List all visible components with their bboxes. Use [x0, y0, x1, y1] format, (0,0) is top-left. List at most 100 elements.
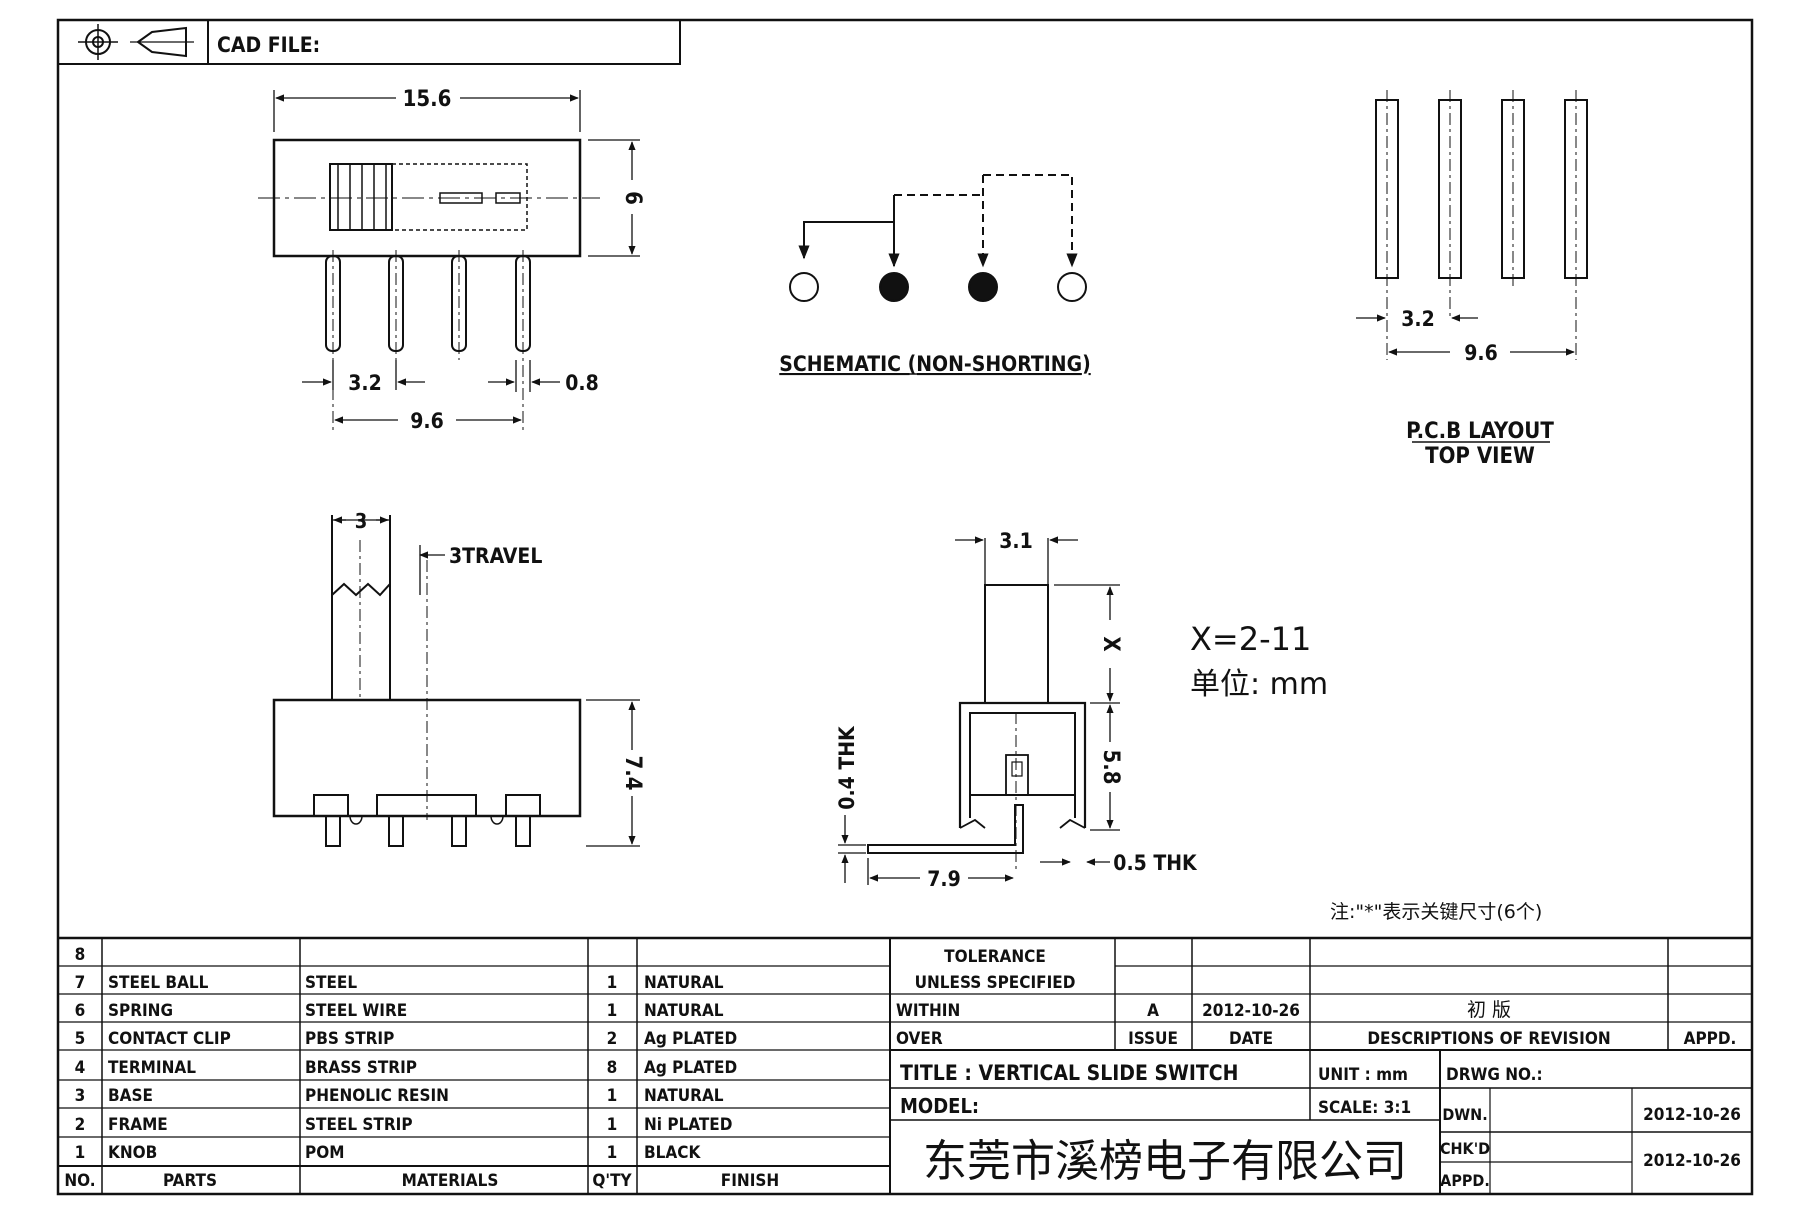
- bom-header-no: NO.: [64, 1171, 95, 1191]
- chkd-label: CHK'D: [1440, 1139, 1490, 1158]
- bom-row-part: CONTACT CLIP: [108, 1029, 231, 1049]
- over-label: OVER: [896, 1029, 943, 1049]
- pcb-dim-pitch-label: 3.2: [1401, 307, 1434, 331]
- pcb-dim-span-label: 9.6: [1464, 341, 1497, 365]
- date-value: 2012-10-26: [1202, 1001, 1300, 1021]
- pcb-caption-line2: TOP VIEW: [1425, 444, 1535, 469]
- tolerance-line2: UNLESS SPECIFIED: [915, 973, 1076, 993]
- end-dim-x-label: X: [1098, 636, 1123, 651]
- bom-header-finish: FINISH: [721, 1171, 779, 1191]
- end-dim-knob-label: 3.1: [999, 529, 1032, 553]
- bom-row-material: POM: [305, 1143, 344, 1163]
- bom-table: 8 7 STEEL BALL STEEL 1 NATURAL 6 SPRING …: [58, 936, 1752, 1194]
- dwn-label: DWN.: [1442, 1105, 1487, 1124]
- revision-value: 初 版: [1467, 999, 1511, 1021]
- bom-row-no: 1: [75, 1143, 86, 1163]
- sheet-border: [56, 18, 1754, 1196]
- bom-row-qty: 8: [607, 1058, 618, 1078]
- bom-row-qty: 2: [607, 1029, 618, 1049]
- bom-row-qty: 1: [607, 1001, 618, 1021]
- bom-row-material: BRASS STRIP: [305, 1058, 417, 1078]
- terminal-closed-1: [879, 272, 909, 302]
- issue-label: ISSUE: [1128, 1029, 1178, 1049]
- bom-row-part: FRAME: [108, 1115, 168, 1135]
- appd-label: APPD.: [1684, 1029, 1737, 1049]
- terminal-open-2: [1057, 272, 1087, 302]
- dim-pitch-label: 3.2: [348, 371, 381, 395]
- x-range-note: X=2-11: [1190, 620, 1311, 658]
- terminal-open-1: [789, 272, 819, 302]
- chkd-date: 2012-10-26: [1643, 1151, 1741, 1171]
- key-dims-note: 注:"*"表示关键尺寸(6个): [1330, 901, 1542, 923]
- within-label: WITHIN: [896, 1001, 960, 1021]
- appd2-label: APPD.: [1440, 1171, 1490, 1190]
- date-label: DATE: [1229, 1029, 1273, 1049]
- side-dim-knob-label: 3: [355, 509, 368, 533]
- bom-row-no: 3: [75, 1086, 86, 1106]
- bom-row-material: STEEL WIRE: [305, 1001, 407, 1021]
- pcb-caption-line1: P.C.B LAYOUT: [1406, 419, 1554, 444]
- end-thk-right-label: 0.5 THK: [1113, 851, 1198, 875]
- bom-row-no: 8: [75, 945, 86, 965]
- pcb-layout: 3.2 9.6 P.C.B LAYOUT TOP VIEW: [1356, 90, 1588, 469]
- unit-note: 单位: mm: [1190, 667, 1328, 702]
- bom-row-part: BASE: [108, 1086, 153, 1106]
- bom-row-no: 5: [75, 1029, 86, 1049]
- cad-file-label: CAD FILE:: [217, 33, 320, 57]
- bom-header-part: PARTS: [163, 1171, 217, 1191]
- scale-label: SCALE: 3:1: [1318, 1098, 1411, 1118]
- title-block: TOLERANCE UNLESS SPECIFIED WITHIN OVER A…: [890, 938, 1752, 1194]
- bom-row-part: KNOB: [108, 1143, 157, 1163]
- bom-row-part: TERMINAL: [108, 1058, 196, 1078]
- bom-header-material: MATERIALS: [402, 1171, 499, 1191]
- top-view: 15.6 6 3.2 0.8 9.6: [258, 87, 645, 433]
- end-thk-left-label: 0.4 THK: [835, 725, 859, 810]
- desc-label: DESCRIPTIONS OF REVISION: [1367, 1029, 1610, 1049]
- bom-row-finish: Ag PLATED: [644, 1058, 737, 1078]
- header-box: CAD FILE:: [57, 19, 681, 65]
- end-view: 3.1 X 5.8 0.4 THK 0.5 THK: [835, 529, 1198, 891]
- travel-label: 3TRAVEL: [449, 544, 542, 568]
- drwg-no-label: DRWG NO.:: [1446, 1065, 1543, 1085]
- model-label: MODEL:: [900, 1094, 979, 1118]
- end-dim-body-label: 5.8: [1098, 749, 1123, 784]
- bom-row-finish: NATURAL: [644, 973, 724, 993]
- terminal-closed-2: [968, 272, 998, 302]
- bom-row-no: 2: [75, 1115, 86, 1135]
- bom-row-material: PHENOLIC RESIN: [305, 1086, 449, 1106]
- tolerance-line1: TOLERANCE: [944, 947, 1046, 967]
- issue-value: A: [1147, 1001, 1159, 1021]
- dwn-date: 2012-10-26: [1643, 1105, 1741, 1125]
- bom-row-no: 4: [75, 1058, 86, 1078]
- end-dim-foot-label: 7.9: [927, 867, 960, 891]
- bom-row-part: STEEL BALL: [108, 973, 209, 993]
- schematic: SCHEMATIC (NON-SHORTING): [779, 174, 1091, 376]
- side-dim-height-label: 7.4: [620, 755, 645, 790]
- bom-row-no: 6: [75, 1001, 86, 1021]
- bom-row-finish: BLACK: [644, 1143, 701, 1163]
- unit-label: UNIT : mm: [1318, 1065, 1408, 1085]
- bom-row-finish: Ag PLATED: [644, 1029, 737, 1049]
- side-view: 3 3TRAVEL 7.4: [272, 509, 645, 847]
- projection-symbol-icon: [78, 24, 194, 60]
- bom-row-qty: 1: [607, 973, 618, 993]
- bom-row-material: PBS STRIP: [305, 1029, 394, 1049]
- bom-header-qty: Q'TY: [592, 1171, 632, 1191]
- bom-row-part: SPRING: [108, 1001, 173, 1021]
- bom-row-finish: NATURAL: [644, 1001, 724, 1021]
- bom-row-material: STEEL: [305, 973, 357, 993]
- dim-height-label: 6: [620, 191, 645, 205]
- bom-row-finish: NATURAL: [644, 1086, 724, 1106]
- bom-row-qty: 1: [607, 1115, 618, 1135]
- dim-pin-dia-label: 0.8: [565, 371, 598, 395]
- bom-row-qty: 1: [607, 1086, 618, 1106]
- bom-row-finish: Ni PLATED: [644, 1115, 732, 1135]
- bom-row-qty: 1: [607, 1143, 618, 1163]
- dim-length-label: 15.6: [403, 87, 452, 112]
- bom-row-material: STEEL STRIP: [305, 1115, 413, 1135]
- bom-row-no: 7: [75, 973, 86, 993]
- dim-span-label: 9.6: [410, 409, 443, 433]
- schematic-caption: SCHEMATIC (NON-SHORTING): [779, 352, 1090, 376]
- drawing-title: TITLE : VERTICAL SLIDE SWITCH: [900, 1061, 1238, 1085]
